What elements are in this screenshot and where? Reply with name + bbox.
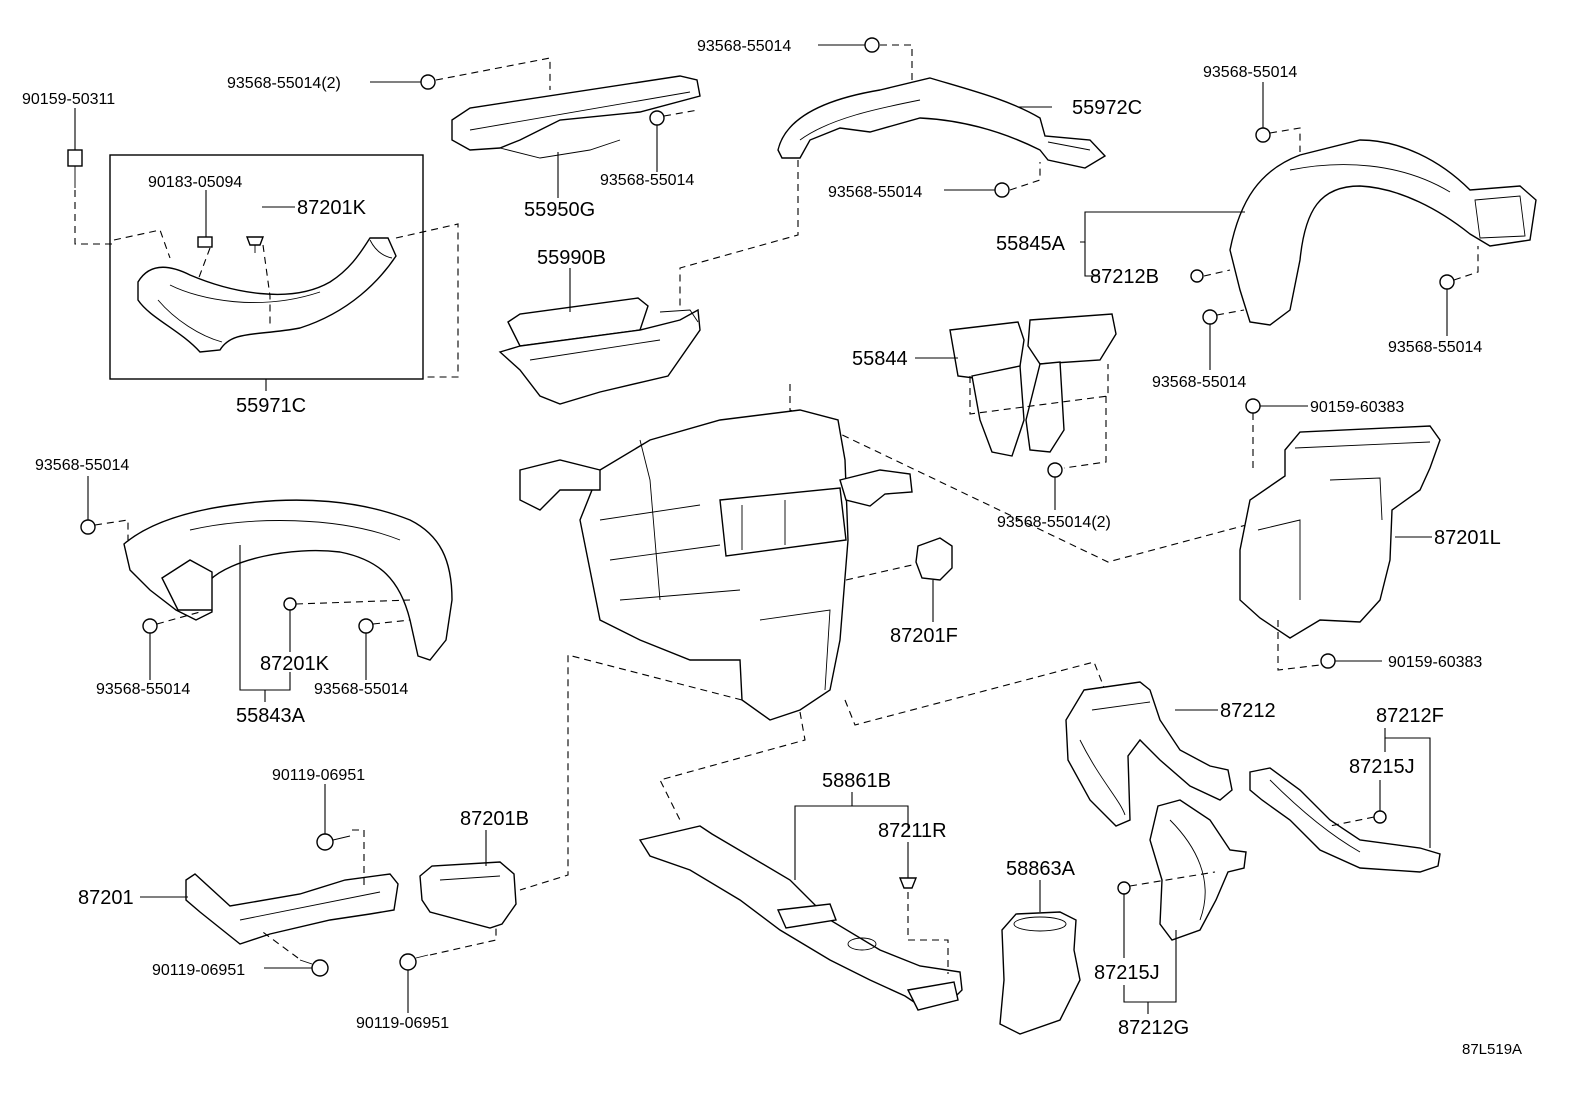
duct-87212g [1149, 799, 1247, 941]
label-58863a: 58863A [1006, 858, 1076, 880]
label-87212: 87212 [1220, 700, 1276, 722]
clip-87201k-icon [245, 236, 265, 253]
hvac-unit [519, 409, 913, 721]
screw-55950-right-icon [649, 110, 665, 126]
duct-55845a [1229, 139, 1537, 326]
vent-55844 [949, 313, 1117, 457]
label-90159-60383-low: 90159-60383 [1388, 654, 1482, 671]
screw-87201l-top-icon [1245, 398, 1261, 414]
label-55972c: 55972C [1072, 97, 1142, 119]
label-55950g: 55950G [524, 199, 595, 221]
label-87211r: 87211R [878, 820, 947, 842]
label-90159-60383-top: 90159-60383 [1310, 399, 1404, 416]
duct-55843a [123, 499, 453, 661]
bolt-90119-06951-top-icon [316, 833, 351, 851]
label-87201k-mid: 87201K [260, 653, 330, 675]
part-87201f [915, 537, 953, 581]
label-90159-50311: 90159-50311 [22, 91, 115, 108]
duct-87212 [1065, 681, 1233, 827]
screw-55972-bottom-icon [994, 182, 1010, 198]
unit-87201l [1239, 425, 1441, 639]
duct-58861b [638, 825, 963, 1011]
label-93568-55014-55972: 93568-55014 [828, 184, 922, 201]
screw-55843-left-icon [142, 618, 158, 634]
diagram-code: 87L519A [1462, 1041, 1522, 1058]
label-90183-05094: 90183-05094 [148, 174, 242, 191]
clip-87212b-icon [1190, 269, 1204, 283]
label-58861b: 58861B [822, 770, 891, 792]
label-55844: 55844 [852, 348, 908, 370]
label-93568-55014-left: 93568-55014 [35, 457, 129, 474]
screw-55844-icon [1047, 462, 1063, 478]
bolt-90159-50311-icon [67, 149, 83, 188]
clip-90183-05094-icon [197, 236, 213, 248]
label-87201k-top: 87201K [297, 197, 367, 219]
duct-87212f [1249, 767, 1441, 873]
label-55990b: 55990B [537, 247, 606, 269]
vent-58863a [999, 911, 1081, 1035]
label-93568-55014-left-low2: 93568-55014 [314, 681, 408, 698]
label-55845a: 55845A [996, 233, 1066, 255]
label-87201l: 87201L [1434, 527, 1501, 549]
bracket-87201 [185, 873, 399, 945]
clip-87215j-low-icon [1117, 881, 1131, 895]
label-93568-55014-2-mid: 93568-55014(2) [997, 514, 1111, 531]
label-93568-55014-right-mid: 93568-55014 [1388, 339, 1482, 356]
screw-55845-top-icon [1255, 127, 1271, 143]
label-93568-55014-left-low1: 93568-55014 [96, 681, 190, 698]
duct-55972c [777, 77, 1107, 169]
screw-55843-top-icon [80, 519, 96, 535]
label-90119-06951-left: 90119-06951 [152, 962, 245, 979]
label-87212f: 87212F [1376, 705, 1444, 727]
screw-55845-mid-icon [1202, 309, 1218, 325]
duct-55990b [498, 297, 701, 405]
label-55971c: 55971C [236, 395, 306, 417]
clip-87201k-mid-icon [283, 597, 297, 611]
label-87201: 87201 [78, 887, 134, 909]
clip-87211r-icon [898, 877, 918, 889]
screw-55950-left-icon [420, 74, 436, 90]
screw-55843-right-icon [358, 618, 374, 634]
clip-87215j-right-icon [1373, 810, 1387, 824]
label-87201b: 87201B [460, 808, 529, 830]
label-55843a: 55843A [236, 705, 306, 727]
label-87212b: 87212B [1090, 266, 1159, 288]
duct-55971c [137, 237, 397, 353]
bolt-90119-06951-low-icon [399, 953, 429, 971]
label-93568-55014-right-top: 93568-55014 [1203, 64, 1297, 81]
label-93568-55014-right-low: 93568-55014 [1152, 374, 1246, 391]
label-87215j-right: 87215J [1349, 756, 1415, 778]
label-87212g: 87212G [1118, 1017, 1189, 1039]
part-87201b [419, 861, 517, 929]
duct-55950g [451, 75, 701, 159]
label-90119-06951-low: 90119-06951 [356, 1015, 449, 1032]
label-93568-55014-top: 93568-55014 [697, 38, 791, 55]
screw-55845-right-icon [1439, 274, 1455, 290]
label-93568-55014-2-top: 93568-55014(2) [227, 75, 341, 92]
screw-87201l-bottom-icon [1320, 653, 1336, 669]
label-87215j-low: 87215J [1094, 962, 1160, 984]
label-93568-55014-55950: 93568-55014 [600, 172, 694, 189]
screw-55972-top-icon [864, 37, 880, 53]
label-90119-06951-top: 90119-06951 [272, 767, 365, 784]
label-87201f: 87201F [890, 625, 958, 647]
